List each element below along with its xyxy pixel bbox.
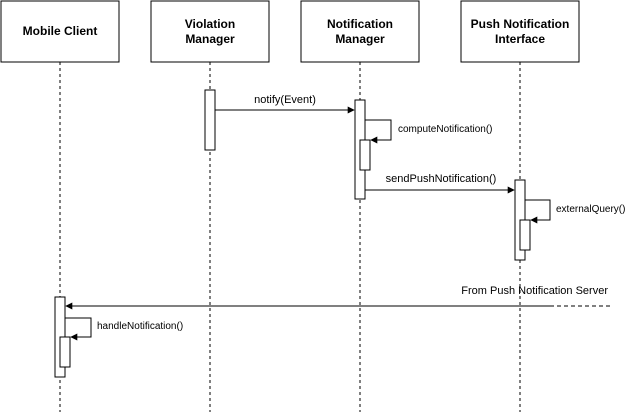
participant-violation-manager[interactable]: Violation Manager: [150, 0, 270, 63]
activation-compute-notification: [359, 139, 371, 171]
message-label: From Push Notification Server: [461, 285, 608, 297]
message-label: notify(Event): [254, 94, 316, 106]
message-label: externalQuery(): [556, 204, 625, 215]
message-send-push-notification[interactable]: sendPushNotification(): [365, 173, 515, 194]
participant-mobile-client[interactable]: Mobile Client: [0, 0, 120, 63]
message-compute-notification[interactable]: computeNotification(): [365, 119, 492, 144]
participant-label: Mobile Client: [23, 24, 98, 38]
message-from-push-server[interactable]: From Push Notification Server: [65, 285, 610, 310]
message-label: sendPushNotification(): [386, 173, 497, 185]
message-notify[interactable]: notify(Event): [215, 94, 355, 114]
participant-label-line-1: Push Notification: [471, 17, 570, 31]
participant-label-line-2: Manager: [185, 32, 235, 46]
message-external-query[interactable]: externalQuery(): [525, 199, 625, 224]
participant-label-line-2: Manager: [335, 32, 385, 46]
activation-external-query: [519, 219, 531, 251]
message-handle-notification[interactable]: handleNotification(): [65, 317, 183, 341]
participant-label-line-1: Violation: [185, 17, 235, 31]
participant-label-line-2: Interface: [495, 32, 545, 46]
activation-handle-notification: [59, 336, 71, 368]
activation-violation-manager: [204, 89, 216, 151]
participant-notification-manager[interactable]: Notification Manager: [300, 0, 420, 63]
message-label: handleNotification(): [97, 321, 183, 332]
message-label: computeNotification(): [398, 124, 492, 135]
participant-label-line-1: Notification: [327, 17, 393, 31]
participant-push-notification-interface[interactable]: Push Notification Interface: [460, 0, 580, 63]
